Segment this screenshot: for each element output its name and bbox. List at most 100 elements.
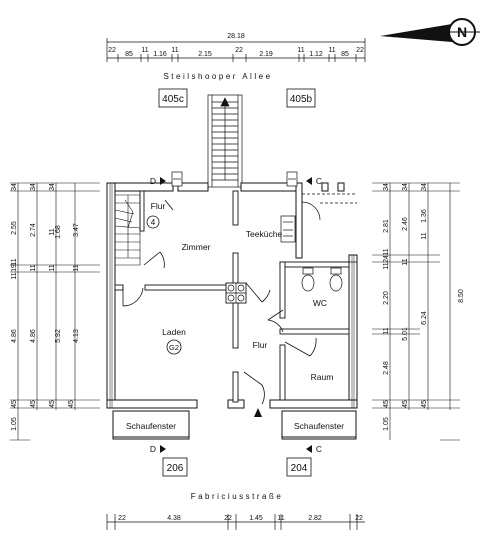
house-number-box-top-right [286,88,316,108]
top-seg-6: 2.15 [198,51,212,58]
left-c3-3: 11 [49,264,56,271]
right-c2-4: 45 [402,400,409,408]
house-number-box-top-left [158,88,188,108]
kitchen-fixtures [280,215,296,243]
top-seg-11: 11 [328,47,335,54]
bottom-seg-5: 11 [277,515,284,522]
top-seg-2: 85 [125,51,133,58]
left-c4-2: 4.13 [73,329,80,343]
bottom-seg-3: 22 [224,515,232,522]
bottom-dimension-chain [106,514,365,530]
left-c1-3: 19 [11,264,18,272]
outer-walls [106,182,358,409]
bottom-seg-7: 22 [355,515,363,522]
section-mark-c-bottom: C [316,444,322,454]
right-exterior-area [301,193,357,263]
street-bottom: Fabriciusstraße [191,492,284,501]
central-column [226,283,246,303]
wall-hatching [109,183,355,408]
room-label-laden-id: G2 [169,343,179,352]
compass-letter: N [457,24,467,40]
section-marks [160,177,312,453]
room-label-flur-top: Flur [151,201,166,211]
right-c3-1: 1.36 [421,209,428,223]
left-dimension-labels: 34 2.55 11 19 11 4.86 45 1.05 34 2.74 11… [11,183,80,431]
top-seg-1: 22 [108,47,116,54]
right-total: 8.50 [458,289,465,303]
left-c1-2: 11 [11,258,18,265]
room-label-zimmer: Zimmer [182,242,211,252]
shop-windows [112,410,357,440]
right-c3-3: 6.24 [421,311,428,325]
right-c1-6: 11 [383,327,390,334]
top-windows [171,171,298,187]
left-c1-6: 45 [11,400,18,408]
left-c2-0: 34 [30,183,37,191]
room-label-wc: WC [313,298,327,308]
room-label-flur-mid: Flur [253,340,268,350]
left-c2-1: 2.74 [30,223,37,237]
top-seg-4: 1.16 [153,51,167,58]
top-seg-13: 22 [356,47,364,54]
left-c4-1: 11 [73,264,80,271]
top-seg-9: 11 [297,47,304,54]
top-dimension-chain [106,38,366,62]
left-c3-0: 34 [49,183,56,191]
right-c1-9: 1.05 [383,417,390,431]
left-dimension-lines [10,182,100,441]
bottom-seg-2: 4.38 [167,515,181,522]
right-c1-3: 24 [383,255,390,263]
left-c2-4: 45 [30,400,37,408]
house-number-bottom-left: 206 [167,463,184,474]
top-seg-7: 22 [235,47,243,54]
left-c1-0: 34 [11,183,18,191]
right-c2-1: 2.46 [402,217,409,231]
left-c1-1: 2.55 [11,221,18,235]
right-c2-2: 11 [402,258,409,265]
room-label-schaufenster-left: Schaufenster [126,421,176,431]
left-c1-5: 4.86 [11,329,18,343]
entrance-arrow [254,408,262,417]
top-seg-3: 11 [141,47,148,54]
left-c2-2: 11 [30,264,37,271]
left-c3-4: 5.92 [55,329,62,343]
left-c2-3: 4.86 [30,329,37,343]
top-segment-labels: 22 85 11 1.16 11 2.15 22 2.19 11 1.12 11… [108,47,364,58]
right-c3-4: 45 [421,400,428,408]
left-c3-5: 45 [49,400,56,408]
right-c1-5: 2.20 [383,291,390,305]
bottom-seg-4: 1.45 [249,515,263,522]
wc-fixtures [301,267,343,292]
right-c1-8: 45 [383,400,390,408]
room-label-laden: Laden [162,327,186,337]
left-c3-1: 11 [49,228,56,235]
top-total-dimension: 28.18 [227,33,245,40]
left-c1-7: 1.05 [11,417,18,431]
house-number-box-bottom-right [286,457,312,477]
right-c2-3: 5.01 [402,327,409,341]
right-c1-2: 11 [383,248,390,255]
section-mark-c-top: C [316,176,322,186]
right-dimension-lines [372,182,460,441]
top-seg-10: 1.12 [309,51,323,58]
north-arrow: N [380,18,480,46]
left-c4-0: 3.47 [73,223,80,237]
top-seg-12: 85 [341,51,349,58]
house-number-bottom-right: 204 [291,463,308,474]
right-c3-2: 11 [421,232,428,239]
section-mark-d-top: D [150,176,156,186]
spiral-stair [114,194,141,266]
bottom-segment-labels: 22 4.38 22 1.45 11 2.82 22 [118,515,363,522]
house-number-top-left: 405c [162,94,184,105]
right-c1-0: 34 [383,183,390,191]
right-c1-1: 2.81 [383,219,390,233]
room-label-schaufenster-right: Schaufenster [294,421,344,431]
stair-marker-circle [146,215,160,229]
right-c1-4: 11 [383,262,390,269]
left-c4-3: 45 [68,400,75,408]
right-dimension-labels: 34 2.81 11 24 11 2.20 11 2.48 45 1.05 34… [383,183,465,431]
house-number-top-right: 405b [290,94,313,105]
stair-marker: 4 [151,218,156,227]
section-mark-d-bottom: D [150,444,156,454]
